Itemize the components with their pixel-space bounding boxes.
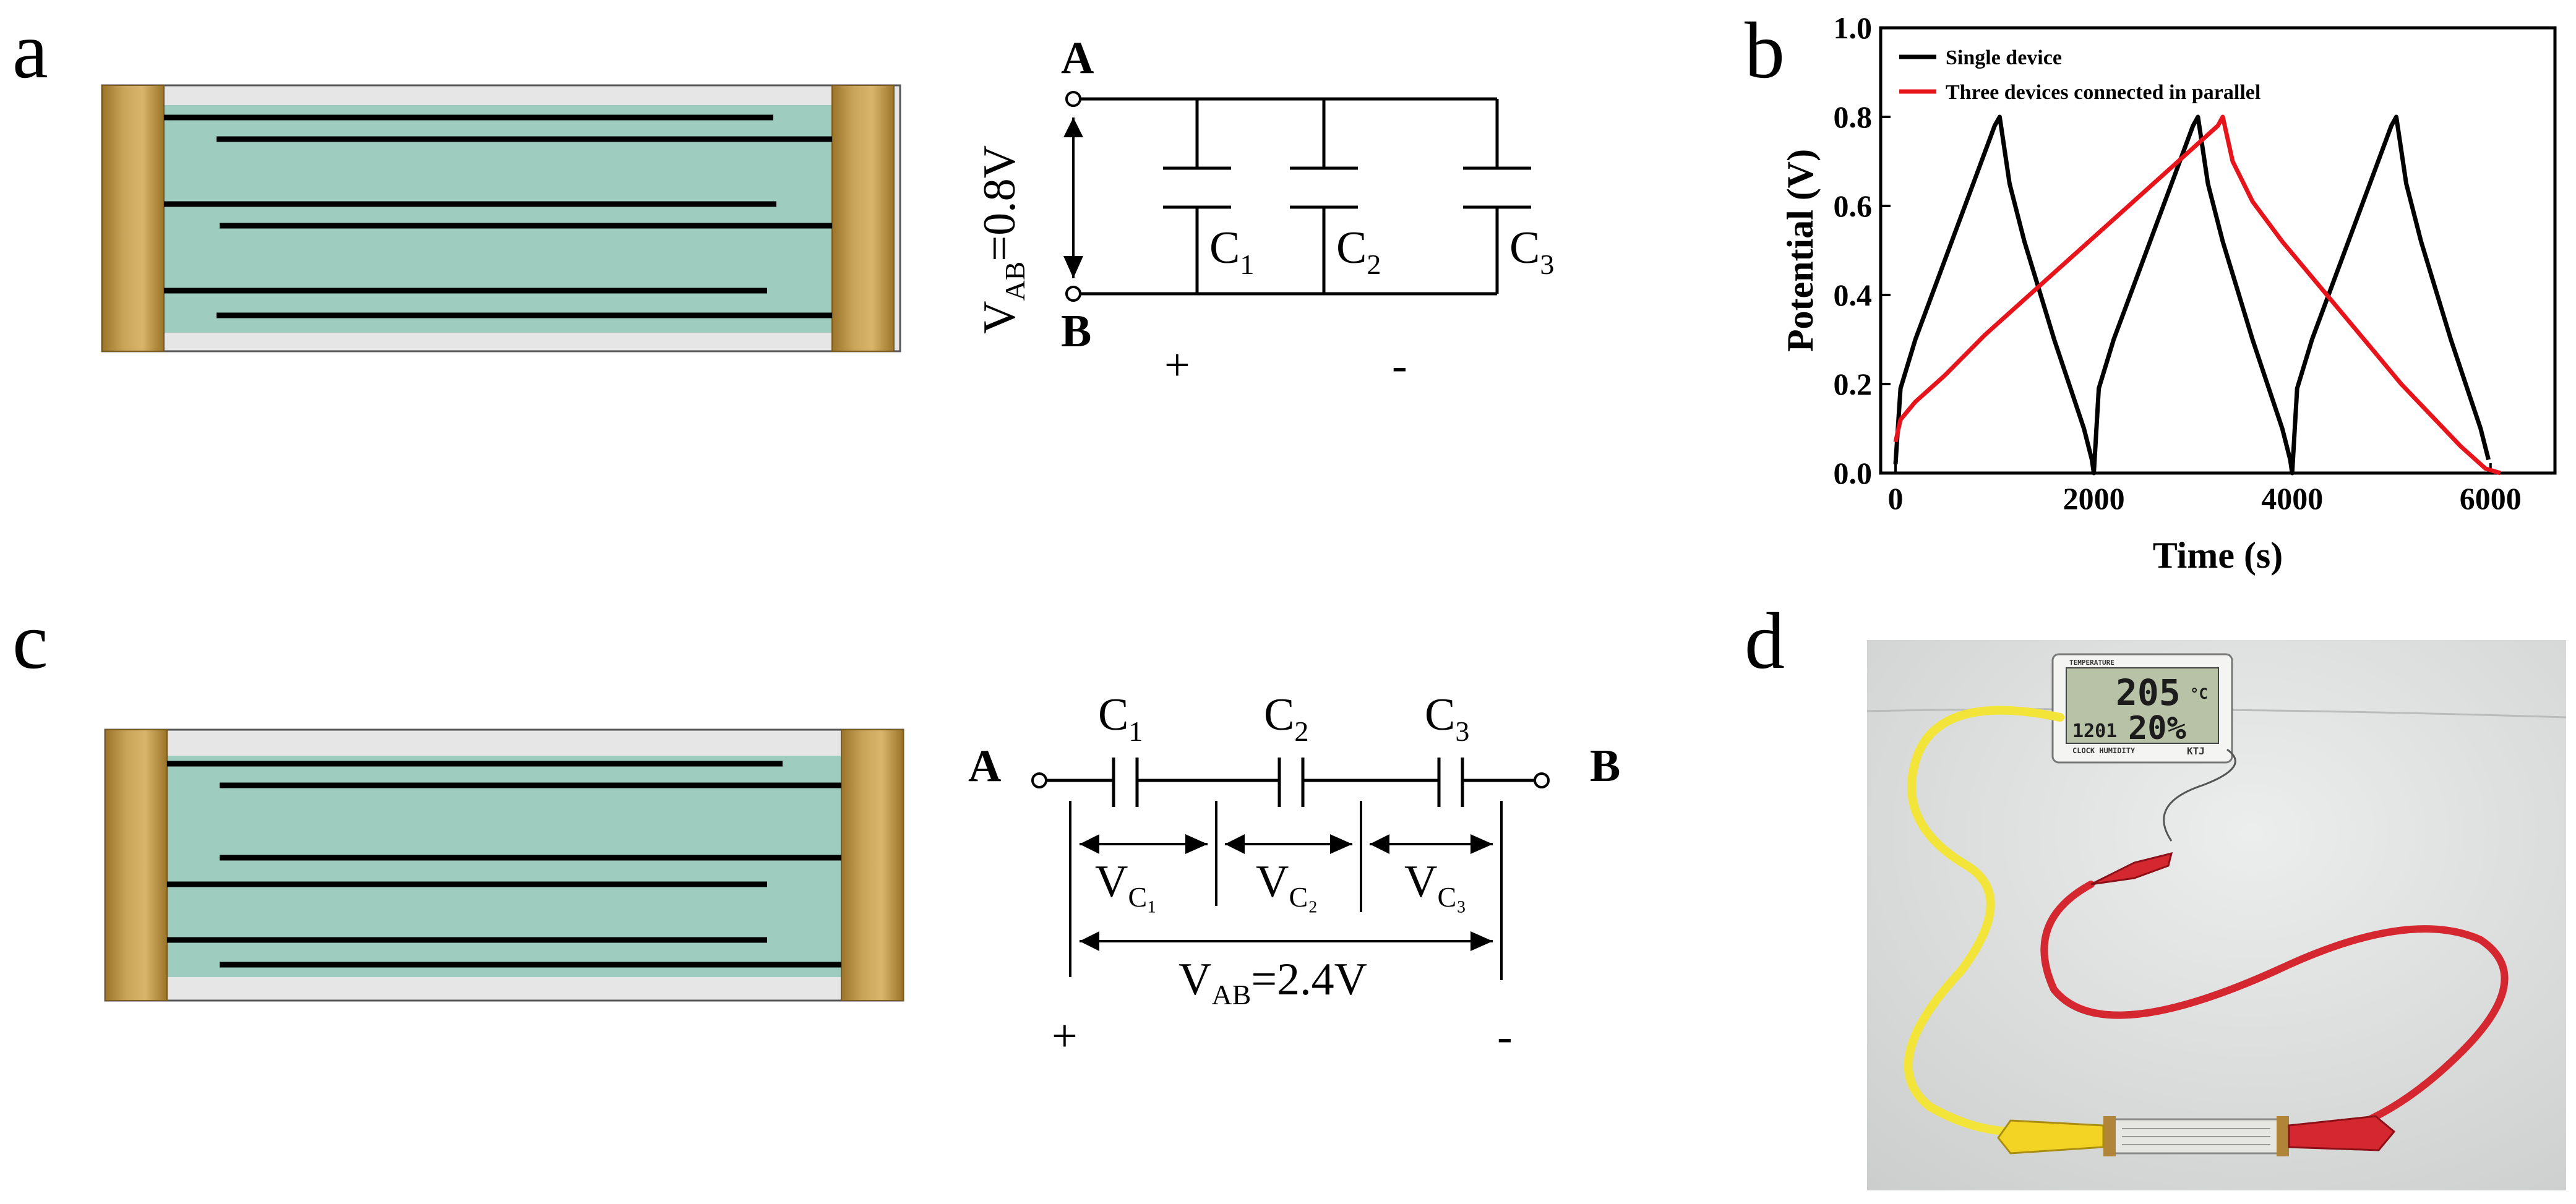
y-tick-label: 0.8 (1834, 100, 1873, 134)
device-photo: TEMPERATURE 205 °C 1201 20% CLOCK HUMIDI… (1866, 640, 2567, 1190)
device-end-right (2277, 1116, 2289, 1156)
parallel-voltage-label: VAB=0.8V (974, 145, 1031, 334)
panel-label-c: c (12, 597, 48, 686)
charge-discharge-chart: 0 2000 4000 6000 0.0 0.2 0.4 0.6 0.8 1.0 Single d… (1780, 11, 2557, 576)
series-node-a: A (968, 741, 1001, 792)
series-cap-label-3: C3 (1425, 690, 1469, 747)
probe-wire (2163, 748, 2236, 842)
y-tick-label: 1.0 (1834, 11, 1873, 45)
device-schematic-c (104, 728, 904, 1002)
y-tick-label: 0.6 (1834, 189, 1873, 223)
series-cap-voltage-3: VC₃ (1404, 856, 1466, 913)
x-tick-label: 4000 (2261, 481, 2323, 516)
y-tick-label: 0.2 (1834, 367, 1873, 401)
series-minus: - (1497, 1011, 1513, 1062)
red-clip-top (2090, 852, 2173, 886)
x-tick-label: 0 (1888, 481, 1904, 516)
parallel-minus: - (1392, 340, 1407, 391)
panel-label-b: b (1745, 6, 1785, 95)
parallel-circuit (1063, 91, 1531, 302)
electrode-fibers (164, 114, 832, 318)
series-cap-voltage-2: VC₂ (1256, 856, 1318, 913)
left-current-collector (101, 85, 165, 352)
series-cap-voltage-1: VC₁ (1095, 856, 1157, 913)
device-schematic-a (101, 84, 901, 352)
yellow-clip (1997, 1119, 2105, 1155)
red-clip (2288, 1115, 2396, 1151)
x-tick-label: 6000 (2460, 481, 2522, 516)
chart-ylabel: Potential (V) (1780, 149, 1821, 352)
chart-series (1893, 114, 2501, 476)
series-cap-label-1: C1 (1098, 690, 1143, 747)
legend-label-single: Single device (1946, 46, 2062, 69)
panel-label-a: a (12, 6, 48, 95)
chart-legend: Single device Three devices connected in… (1899, 46, 2260, 104)
legend-label-parallel: Three devices connected in parallel (1946, 81, 2260, 104)
lcd-humidity: 20% (2128, 710, 2186, 747)
electrode-fibers (167, 761, 841, 968)
device-end-left (2103, 1116, 2116, 1156)
electrolyte (164, 105, 838, 333)
yellow-wire (1904, 706, 2064, 1136)
hygrometer: TEMPERATURE 205 °C 1201 20% CLOCK HUMIDI… (2051, 653, 2233, 764)
y-tick-label: 0.4 (1834, 278, 1873, 312)
lcd-bottom-label: CLOCK HUMIDITY (2072, 746, 2136, 755)
lcd-time: 1201 (2072, 720, 2117, 742)
series-total-voltage: VAB=2.4V (1179, 954, 1367, 1010)
parallel-cap-label-3: C3 (1509, 223, 1554, 280)
red-wire (2040, 881, 2509, 1126)
electrolyte (167, 756, 841, 977)
series-single-device (1893, 114, 2491, 476)
panel-label-d: d (1745, 597, 1785, 686)
x-tick-label: 2000 (2063, 481, 2125, 516)
lcd-brand: KTJ (2187, 745, 2205, 757)
series-circuit (1031, 758, 1550, 980)
chart-xlabel: Time (s) (2153, 535, 2283, 576)
lcd-temp-unit: °C (2190, 685, 2208, 702)
series-cap-label-2: C2 (1264, 690, 1308, 747)
parallel-node-b: B (1061, 306, 1091, 357)
y-tick-label: 0.0 (1834, 456, 1873, 490)
series-node-b: B (1590, 741, 1620, 792)
parallel-node-a: A (1061, 33, 1094, 83)
left-current-collector (105, 729, 168, 1001)
parallel-plus: + (1164, 340, 1190, 391)
lcd-temperature: 205 (2116, 672, 2181, 714)
lcd-temp-label: TEMPERATURE (2069, 659, 2114, 667)
right-current-collector (831, 85, 895, 352)
series-plus: + (1052, 1011, 1078, 1062)
plot-frame (1879, 26, 2557, 475)
chart-ticks: 0 2000 4000 6000 0.0 0.2 0.4 0.6 0.8 1.0 (1834, 11, 2522, 516)
series-three-parallel (1893, 114, 2501, 476)
right-current-collector (841, 729, 904, 1001)
parallel-cap-label-1: C1 (1209, 223, 1254, 280)
parallel-cap-label-2: C2 (1336, 223, 1381, 280)
